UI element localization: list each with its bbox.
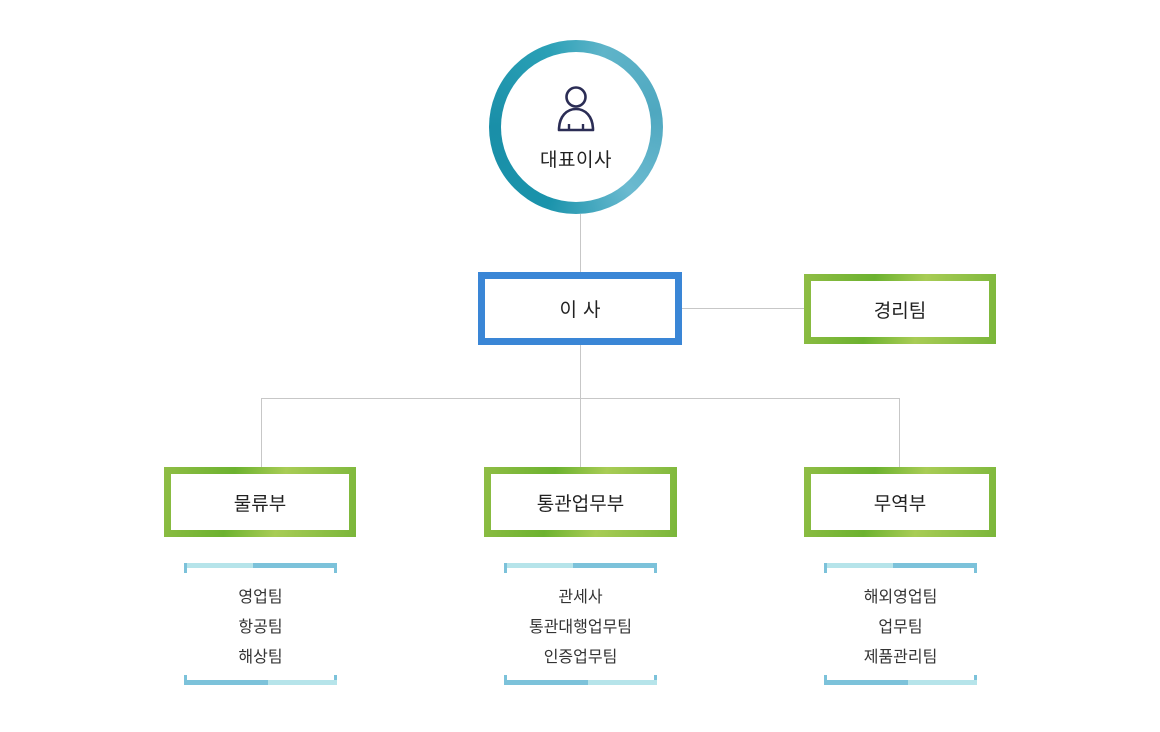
team-item: 인증업무팀	[543, 647, 618, 666]
director-node: 이 사	[478, 272, 682, 345]
team-item: 통관대행업무팀	[528, 617, 633, 636]
team-list-bracket	[184, 563, 187, 573]
department-title: 물류부	[233, 492, 287, 515]
ceo-title: 대표이사	[540, 148, 612, 171]
team-list: 관세사 통관대행업무팀 인증업무팀	[504, 563, 657, 685]
person-icon	[557, 85, 595, 131]
connector-director-down	[580, 345, 581, 467]
team-list-bottom-bar	[504, 680, 657, 685]
team-list: 해외영업팀 업무팀 제품관리팀	[824, 563, 977, 685]
department-title: 무역부	[873, 492, 927, 515]
team-item: 항공팀	[238, 617, 283, 636]
team-list-bottom-bar	[184, 680, 337, 685]
connector-right-drop	[899, 398, 900, 467]
connector-ceo-director	[580, 214, 581, 272]
team-list-bracket	[654, 563, 657, 573]
department-title: 통관업무부	[536, 492, 625, 515]
connector-left-drop	[261, 398, 262, 467]
team-list: 영업팀 항공팀 해상팀	[184, 563, 337, 685]
team-list-bracket	[504, 563, 507, 573]
team-list-bottom-bar	[824, 680, 977, 685]
team-item: 업무팀	[878, 617, 923, 636]
team-list-top-bar	[824, 563, 977, 568]
team-list-bracket	[824, 563, 827, 573]
side-team-node: 경리팀	[804, 274, 996, 344]
team-item: 관세사	[558, 587, 603, 606]
department-node: 물류부	[164, 467, 356, 537]
team-item: 해상팀	[238, 647, 283, 666]
side-team-title: 경리팀	[873, 299, 927, 322]
director-title: 이 사	[559, 299, 601, 321]
team-item: 영업팀	[238, 587, 283, 606]
team-list-top-bar	[184, 563, 337, 568]
department-node: 통관업무부	[484, 467, 677, 537]
team-item: 해외영업팀	[863, 587, 938, 606]
department-node: 무역부	[804, 467, 996, 537]
ceo-node-inner: 대표이사	[501, 52, 651, 202]
connector-horizontal	[261, 398, 900, 399]
team-item: 제품관리팀	[863, 647, 938, 666]
ceo-node: 대표이사	[489, 40, 663, 214]
team-list-bracket	[334, 563, 337, 573]
connector-director-side-team	[682, 308, 804, 309]
team-list-bracket	[974, 563, 977, 573]
team-list-top-bar	[504, 563, 657, 568]
